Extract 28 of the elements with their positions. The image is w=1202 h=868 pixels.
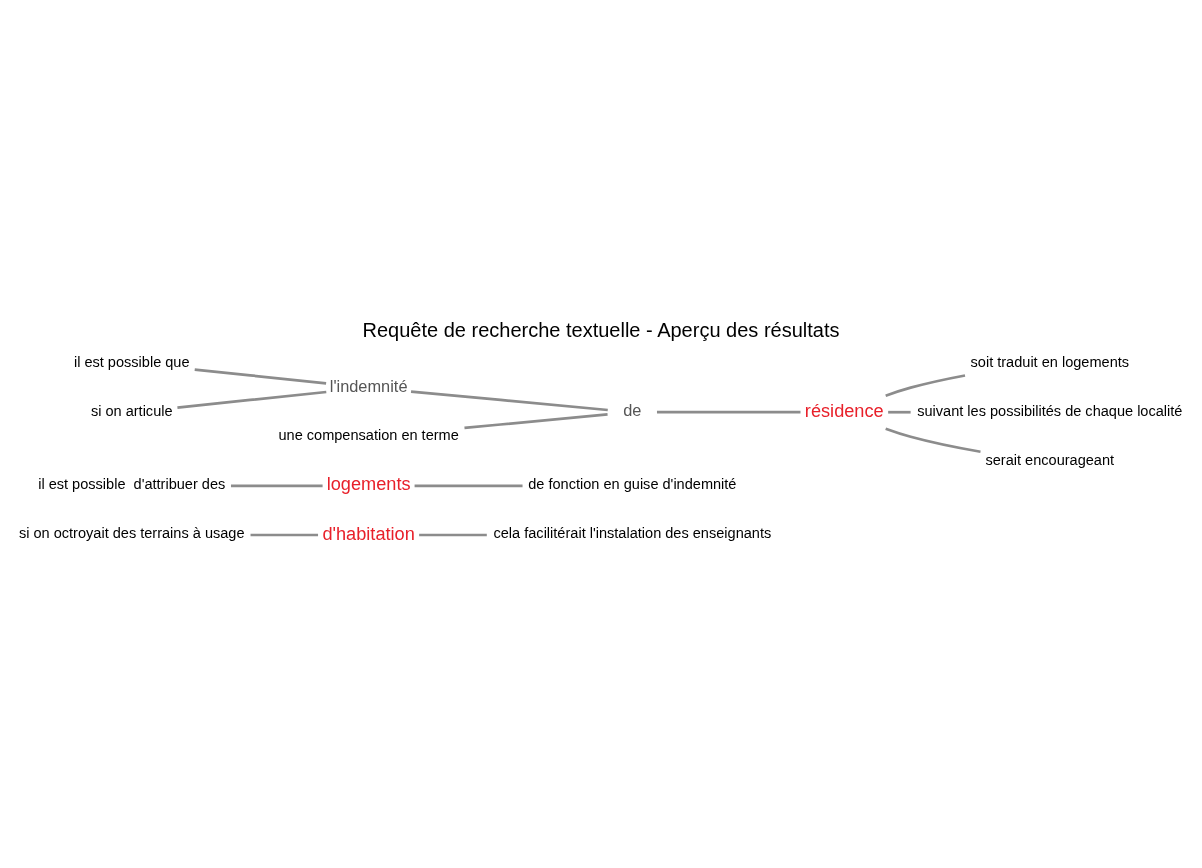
node-text: de fonction en guise d'indemnité: [528, 475, 737, 492]
node-text: il est possible d'attribuer des: [38, 475, 226, 492]
connector: [414, 484, 523, 487]
connector: [464, 412, 608, 429]
node-text: cela facilitérait l'instalation des enseignants: [493, 524, 772, 541]
diagram-title: Requête de recherche textuelle - Aperçu des résultats: [362, 318, 840, 341]
connector: [410, 389, 608, 411]
node-text: si on octroyait des terrains à usage: [18, 524, 245, 541]
node-text: l'indemnité: [329, 376, 408, 395]
node-text: d'habitation: [322, 523, 415, 544]
connector: [885, 373, 966, 397]
connector: [231, 484, 323, 487]
connector: [250, 533, 319, 536]
node-text: soit traduit en logements: [970, 353, 1130, 370]
connector: [194, 367, 327, 385]
node-text: serait encourageant: [985, 451, 1115, 468]
node-text: logements: [326, 473, 411, 494]
connector: [888, 410, 911, 414]
node-text: si on articule: [90, 402, 173, 419]
connector: [177, 390, 327, 409]
node-text: une compensation en terme: [278, 426, 459, 443]
connector: [419, 533, 487, 536]
connector: [885, 426, 981, 453]
connector: [657, 410, 801, 414]
node-text: résidence: [804, 400, 884, 421]
node-text: suivant les possibilités de chaque localité: [917, 402, 1183, 419]
node-text: de: [623, 400, 642, 419]
node-text: il est possible que: [73, 353, 190, 370]
